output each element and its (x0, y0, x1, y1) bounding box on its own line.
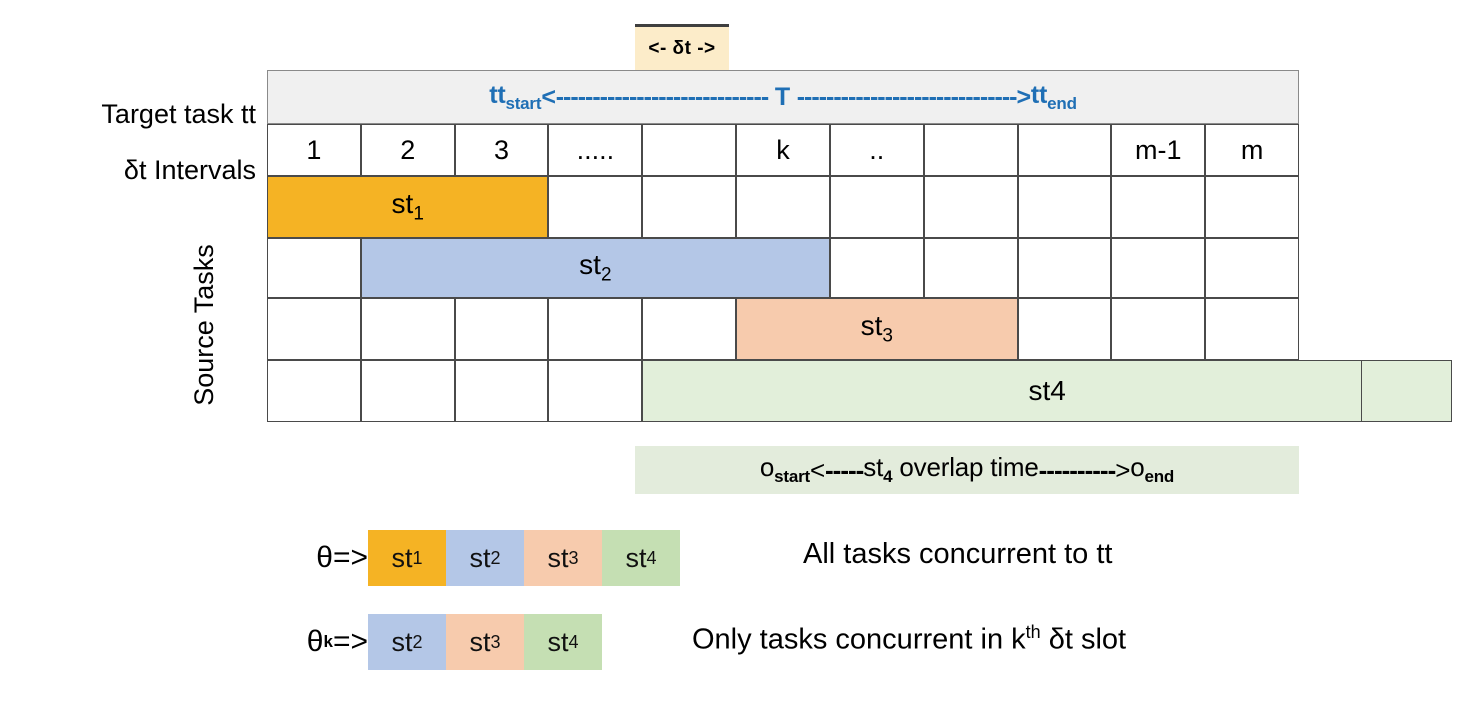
legend-theta-k-description: Only tasks concurrent in kth δt slot (692, 622, 1127, 656)
overlap-right-arrow: > (1115, 454, 1131, 485)
grid-cell (267, 360, 361, 422)
overlap-start-label: ostart (759, 452, 811, 487)
grid-cell (454, 360, 549, 422)
task-bar-label: st3 (860, 310, 893, 347)
grid-cell (548, 360, 643, 422)
interval-axis-label: δt Intervals (18, 152, 256, 188)
grid-cell (1017, 238, 1112, 298)
grid-cell (1205, 238, 1299, 298)
grid-cell (1017, 298, 1112, 360)
grid-cell (360, 298, 455, 360)
overlap-left-arrow: < (810, 454, 825, 485)
grid-cell (642, 298, 737, 360)
interval-cell-5 (642, 124, 737, 176)
grid-cell (1111, 176, 1206, 238)
grid-cell (1205, 176, 1299, 238)
overlap-left-dashes: ----- (825, 454, 864, 485)
interval-cell-8 (923, 124, 1018, 176)
grid-cell (829, 176, 924, 238)
tt-start-label: ttstart (489, 80, 542, 113)
grid-cell (1017, 176, 1112, 238)
grid-cell (923, 238, 1018, 298)
interval-cell-4: ..... (548, 124, 643, 176)
grid-cell (360, 360, 455, 422)
source-task-row-st2: st2 (267, 238, 1299, 298)
task-bar-label: st1 (391, 188, 424, 225)
legend-theta-description: All tasks concurrent to tt (803, 538, 1113, 570)
task-bar-st3: st3 (736, 298, 1018, 360)
task-bar-label: st2 (579, 249, 612, 286)
interval-cell-2: 2 (360, 124, 455, 176)
grid-cell (267, 298, 361, 360)
source-tasks-label-text: Source Tasks (188, 244, 219, 406)
timeline-grid: ttstart<----------------------------- T … (267, 70, 1452, 444)
overlap-right-dashes: ---------- (1038, 454, 1117, 485)
interval-cell-1: 1 (267, 124, 361, 176)
delta-t-callout: <- δt -> (635, 24, 729, 71)
interval-cell-10: m-1 (1111, 124, 1206, 176)
tt-duration-symbol: T (774, 82, 790, 111)
overlap-end-label: oend (1130, 452, 1175, 487)
grid-cell (1111, 298, 1206, 360)
interval-cell-7: .. (829, 124, 924, 176)
tt-right-dashes: ------------------------------ (796, 82, 1018, 111)
task-bar-st1: st1 (267, 176, 549, 238)
target-task-axis-label: Target task tt (18, 96, 256, 132)
tt-right-arrow: > (1016, 82, 1032, 111)
interval-label-text: δt Intervals (123, 154, 256, 185)
source-task-row-st4: st4 (267, 360, 1452, 422)
task-bar-divider (1360, 361, 1362, 421)
interval-cell-6: k (736, 124, 830, 176)
task-bar-st2: st2 (360, 238, 830, 298)
tt-left-dashes: ----------------------------- (555, 82, 769, 111)
grid-cell (829, 238, 924, 298)
grid-cell (1111, 238, 1206, 298)
grid-cell (454, 298, 549, 360)
interval-cell-3: 3 (454, 124, 549, 176)
grid-cell (923, 176, 1018, 238)
target-task-duration-annotation: ttstart<----------------------------- T … (268, 81, 1298, 114)
task-bar-label: st4 (1028, 375, 1066, 406)
source-task-row-st1: st1 (267, 176, 1299, 238)
target-task-row: ttstart<----------------------------- T … (267, 70, 1299, 124)
legend-theta-symbol: θ => (316, 541, 368, 574)
target-task-label-text: Target task tt (101, 98, 256, 129)
grid-cell (267, 238, 361, 298)
grid-cell (736, 176, 830, 238)
source-tasks-axis-label: Source Tasks (178, 200, 230, 450)
interval-cell-11: m (1205, 124, 1299, 176)
tt-left-arrow: < (541, 82, 556, 111)
delta-t-label: <- δt -> (648, 38, 716, 59)
tt-end-label: ttend (1030, 80, 1077, 113)
grid-cell (548, 176, 643, 238)
grid-cell (642, 176, 737, 238)
overlap-time-annotation: ostart<----- st4 overlap time---------->… (635, 446, 1299, 494)
grid-cell (548, 298, 643, 360)
source-task-row-st3: st3 (267, 298, 1299, 360)
grid-cell (1205, 298, 1299, 360)
overlap-text: st4 overlap time (863, 452, 1039, 487)
interval-cell-9 (1017, 124, 1112, 176)
task-bar-st4: st4 (642, 360, 1452, 422)
